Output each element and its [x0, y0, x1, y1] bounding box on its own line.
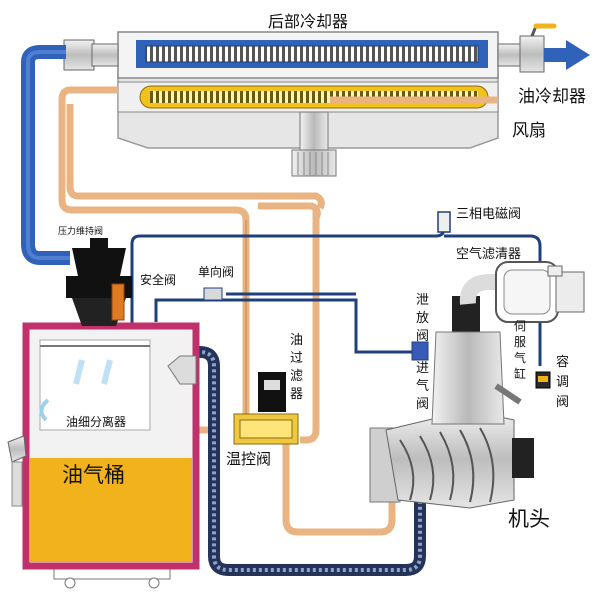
fan-icon: [291, 149, 337, 177]
separator-label: 油细分离器: [66, 414, 126, 429]
air-filter-label: 空气滤清器: [456, 246, 521, 262]
solenoid-label: 三相电磁阀: [456, 207, 521, 222]
oil-filter-label: 油 过 滤 器: [290, 333, 307, 402]
air-filter: [459, 261, 585, 323]
servo-cylinder-label: 伺 服 气 缸: [514, 319, 530, 381]
check-valve-label: 单向阀: [198, 264, 234, 279]
oil-cooler-label: 油冷却器: [518, 87, 586, 107]
vent-valve-label: 泄 放 阀: [416, 293, 433, 344]
rear-cooler-label: 后部冷却器: [268, 12, 348, 31]
airend-label: 机头: [508, 507, 550, 531]
screw-rotor-icon: [399, 427, 495, 503]
thermo-valve-label: 温控阀: [226, 450, 271, 468]
arrow-right-icon: [566, 40, 590, 70]
ball-valve-icon: [530, 23, 557, 37]
airend: [369, 296, 534, 509]
safety-valve-label: 安全阀: [140, 272, 176, 287]
intake-valve-label: 进 气 阀: [416, 361, 433, 412]
fan-label: 风扇: [512, 121, 546, 141]
rear-cooler: [117, 31, 499, 177]
thermo-valve: [233, 372, 299, 445]
capacity-valve-label: 容 调 阀: [556, 354, 573, 410]
pressure-valve-label: 压力维持阀: [58, 225, 103, 237]
oil-tank-label: 油气桶: [62, 463, 125, 487]
